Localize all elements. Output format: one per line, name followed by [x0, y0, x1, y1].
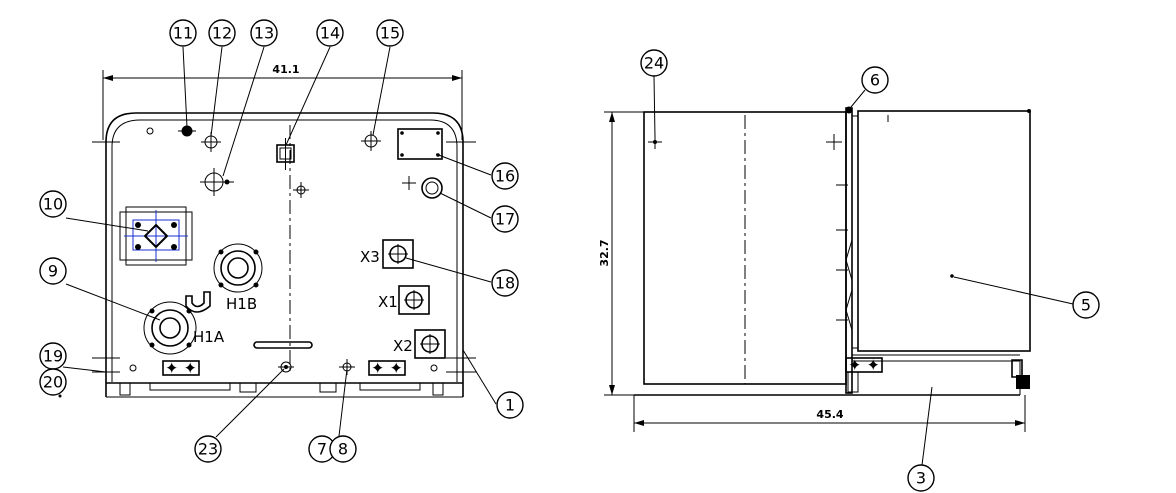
port-label-h1a: H1A	[193, 328, 225, 346]
callouts: 11 12 13 14 15 16 17 10 18 9 19 20 23 7 …	[39, 19, 1100, 492]
callout-12: 12	[208, 19, 236, 47]
fitting-h1a	[143, 301, 197, 355]
connector-x3	[382, 239, 414, 269]
connector-x2	[414, 329, 446, 359]
svg-text:24: 24	[644, 54, 664, 73]
front-view: 41.1	[58, 46, 497, 438]
side-height-label: 32.7	[598, 239, 611, 266]
svg-text:6: 6	[870, 71, 880, 90]
svg-text:✦ ✦: ✦ ✦	[848, 356, 880, 375]
callout-23: 23	[194, 435, 222, 463]
svg-text:10: 10	[43, 195, 63, 214]
callout-16: 16	[491, 162, 519, 190]
fitting-h1b	[213, 243, 263, 293]
callout-15: 15	[376, 19, 404, 47]
svg-text:23: 23	[198, 440, 218, 459]
svg-text:14: 14	[320, 24, 340, 43]
side-view: 32.7 45.4	[598, 75, 1074, 466]
svg-text:9: 9	[48, 262, 58, 281]
front-housing	[105, 112, 464, 397]
callout-8: 8	[329, 435, 357, 463]
svg-text:7: 7	[317, 440, 327, 459]
svg-text:18: 18	[495, 274, 515, 293]
callout-20: 20	[39, 368, 67, 396]
front-width-dimension: 41.1	[102, 63, 463, 140]
callout-11: 11	[169, 19, 197, 47]
svg-text:20: 20	[43, 373, 63, 392]
svg-text:19: 19	[43, 347, 63, 366]
svg-text:11: 11	[173, 24, 193, 43]
svg-text:5: 5	[1081, 296, 1091, 315]
svg-text:12: 12	[212, 24, 232, 43]
svg-text:3: 3	[916, 469, 926, 488]
port-label-h1b: H1B	[226, 295, 257, 313]
callout-13: 13	[250, 19, 278, 47]
side-height-dimension: 32.7	[598, 111, 655, 396]
callout-14: 14	[316, 19, 344, 47]
side-width-label: 45.4	[816, 408, 843, 421]
svg-text:17: 17	[495, 210, 515, 229]
connector-x1	[398, 285, 430, 315]
callout-5: 5	[1072, 291, 1100, 319]
callout-10: 10	[39, 190, 67, 218]
svg-text:✦ ✦: ✦ ✦	[165, 359, 197, 378]
port-label-x1: X1	[378, 293, 398, 311]
callout-6: 6	[861, 66, 889, 94]
callout-3: 3	[907, 464, 935, 492]
port-label-x2: X2	[393, 337, 413, 355]
callout-18: 18	[491, 269, 519, 297]
callout-17: 17	[491, 205, 519, 233]
callout-19: 19	[39, 342, 67, 370]
svg-text:1: 1	[505, 396, 515, 415]
svg-text:8: 8	[338, 440, 348, 459]
callout-24: 24	[640, 49, 668, 77]
svg-text:13: 13	[254, 24, 274, 43]
callout-9: 9	[39, 257, 67, 285]
callout-7: 7	[308, 435, 336, 463]
side-width-dimension: 45.4	[633, 395, 1026, 432]
port-label-x3: X3	[360, 248, 380, 266]
svg-text:16: 16	[495, 167, 515, 186]
callout-1: 1	[496, 391, 524, 419]
front-width-label: 41.1	[272, 63, 299, 76]
assembly-10	[119, 206, 193, 266]
svg-text:✦ ✦: ✦ ✦	[371, 359, 403, 378]
svg-text:15: 15	[380, 24, 400, 43]
